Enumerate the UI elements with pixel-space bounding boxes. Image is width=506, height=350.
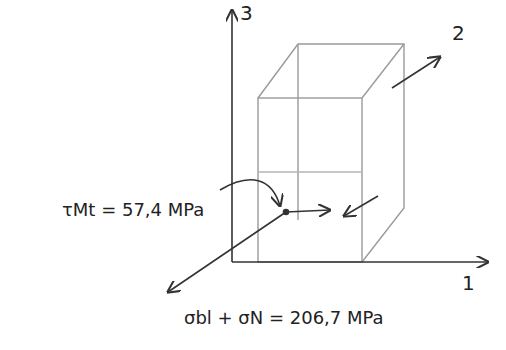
stress-label: σbl + σN = 206,7 MPa — [184, 308, 384, 328]
axis-3 — [231, 10, 233, 262]
axis-label: 1 — [462, 272, 475, 294]
axis-2 — [392, 57, 440, 88]
face-arrow — [344, 196, 378, 216]
shear-arrow — [286, 210, 330, 212]
normal-arrow — [168, 212, 286, 292]
axes — [232, 10, 488, 262]
leader-line — [220, 180, 280, 206]
axis-1 — [232, 261, 488, 263]
cube — [258, 44, 404, 262]
axis-label: 3 — [240, 2, 253, 24]
stress-arrows — [168, 180, 378, 292]
stress-label: τMt = 57,4 MPa — [62, 200, 204, 220]
axis-label: 2 — [452, 22, 465, 44]
